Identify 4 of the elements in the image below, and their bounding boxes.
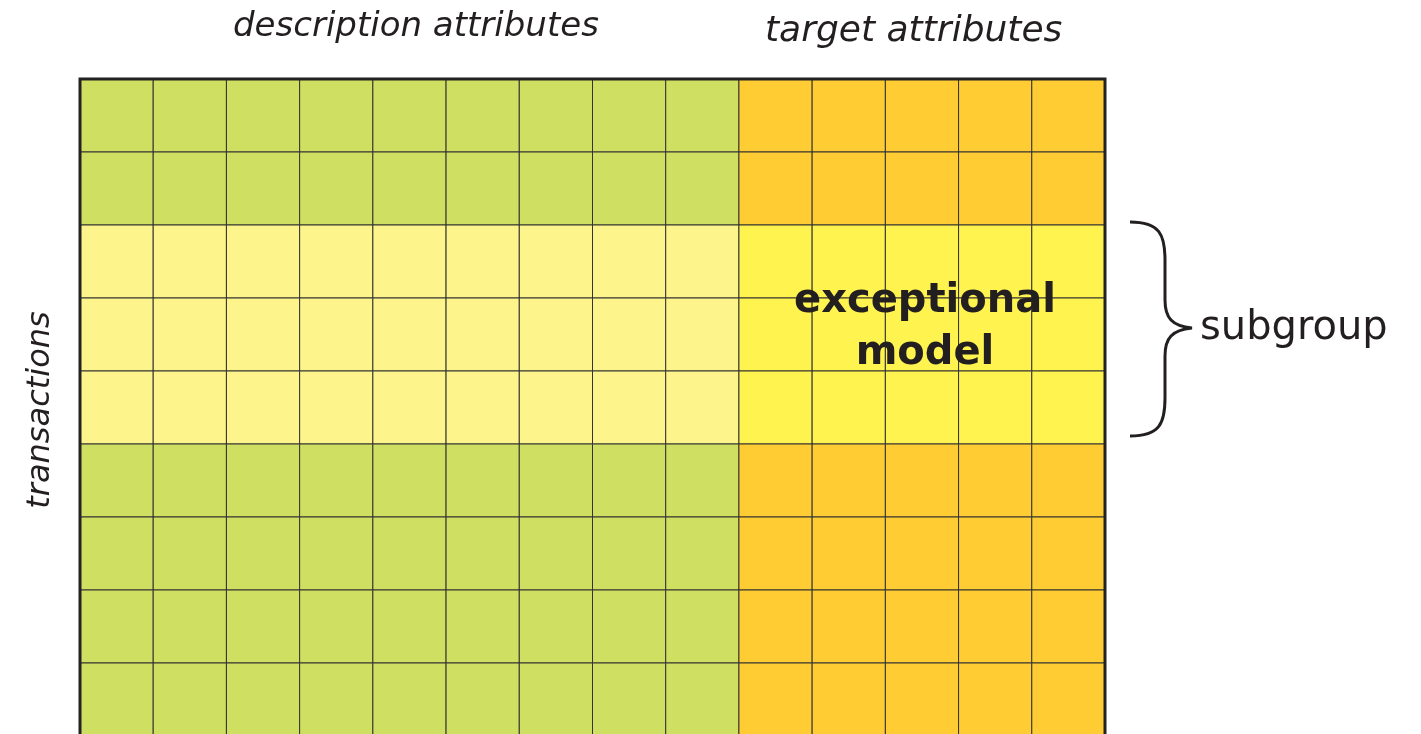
row-axis-label: transactions xyxy=(19,311,57,509)
bracket-label: subgroup xyxy=(1200,302,1388,348)
column-group-label: target attributes xyxy=(765,8,1063,49)
column-group-label: description attributes xyxy=(233,4,599,44)
